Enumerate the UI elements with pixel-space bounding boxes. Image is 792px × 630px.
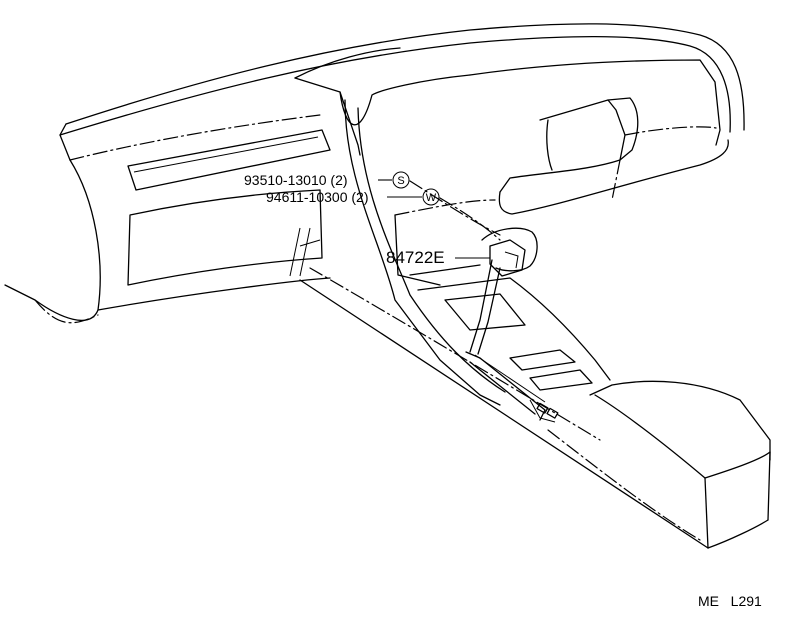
callout-leaders	[378, 179, 501, 259]
figure-code: ME L291	[698, 593, 762, 609]
w-symbol-icon	[422, 188, 440, 206]
part-number-label: 93510-13010 (2)	[244, 172, 348, 188]
center-console	[299, 99, 771, 549]
s-symbol-letter: S	[397, 175, 404, 187]
s-symbol-icon	[392, 171, 410, 189]
center-hood	[294, 47, 729, 215]
dashboard-outline	[4, 23, 745, 324]
switch-assembly-84722E	[465, 227, 559, 423]
left-panel	[127, 189, 323, 286]
w-symbol-letter: W	[426, 192, 437, 204]
part-number-label: 94611-10300 (2)	[266, 189, 368, 205]
callout-2: 94611-10300 (2) W	[266, 188, 440, 206]
callout-1: 93510-13010 (2) S	[244, 171, 410, 189]
main-part-number: 84722E	[386, 248, 445, 267]
left-vent	[127, 129, 331, 191]
